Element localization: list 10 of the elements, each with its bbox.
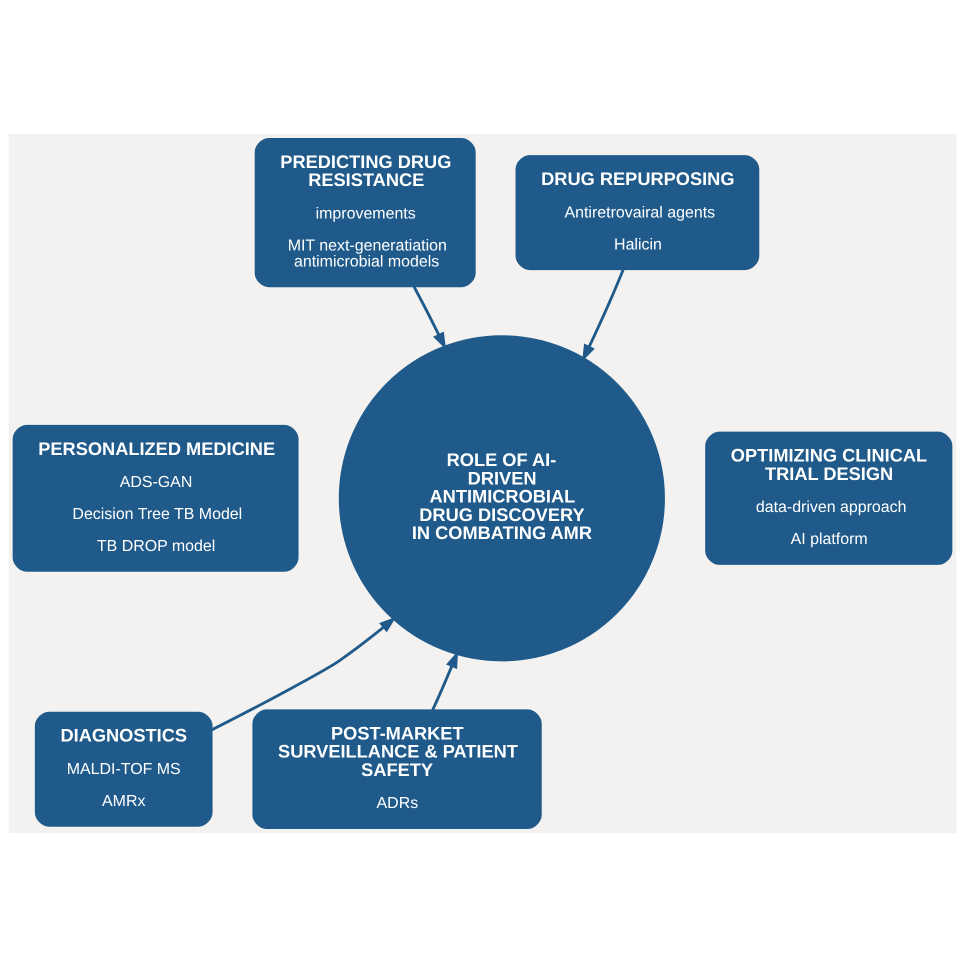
- node-box: PERSONALIZED MEDICINE ADS-GAN Decision Tree TB Model TB DROP model: [12, 424, 299, 572]
- node-box: OPTIMIZING CLINICAL TRIAL DESIGN data-driven approach AI platform: [705, 431, 952, 564]
- node-box: DIAGNOSTICS MALDI-TOF MS AMRx: [34, 711, 213, 826]
- node-box: POST-MARKET SURVEILLANCE & PATIENT SAFETY ADRs: [252, 708, 542, 829]
- node-box: PREDICTING DRUG RESISTANCE improvements MIT next-generatiation antimicrobial models: [254, 137, 476, 287]
- arrow: [211, 616, 396, 730]
- node-box: DRUG REPURPOSING Antiretrovairal agents Halicin: [516, 154, 760, 270]
- node-circle: ROLE OF AI-DRIVEN ANTIMICROBIAL DRUG DISCOVERY IN COMBATING AMR: [338, 334, 665, 661]
- arrow: [582, 268, 624, 361]
- arrow: [412, 286, 446, 349]
